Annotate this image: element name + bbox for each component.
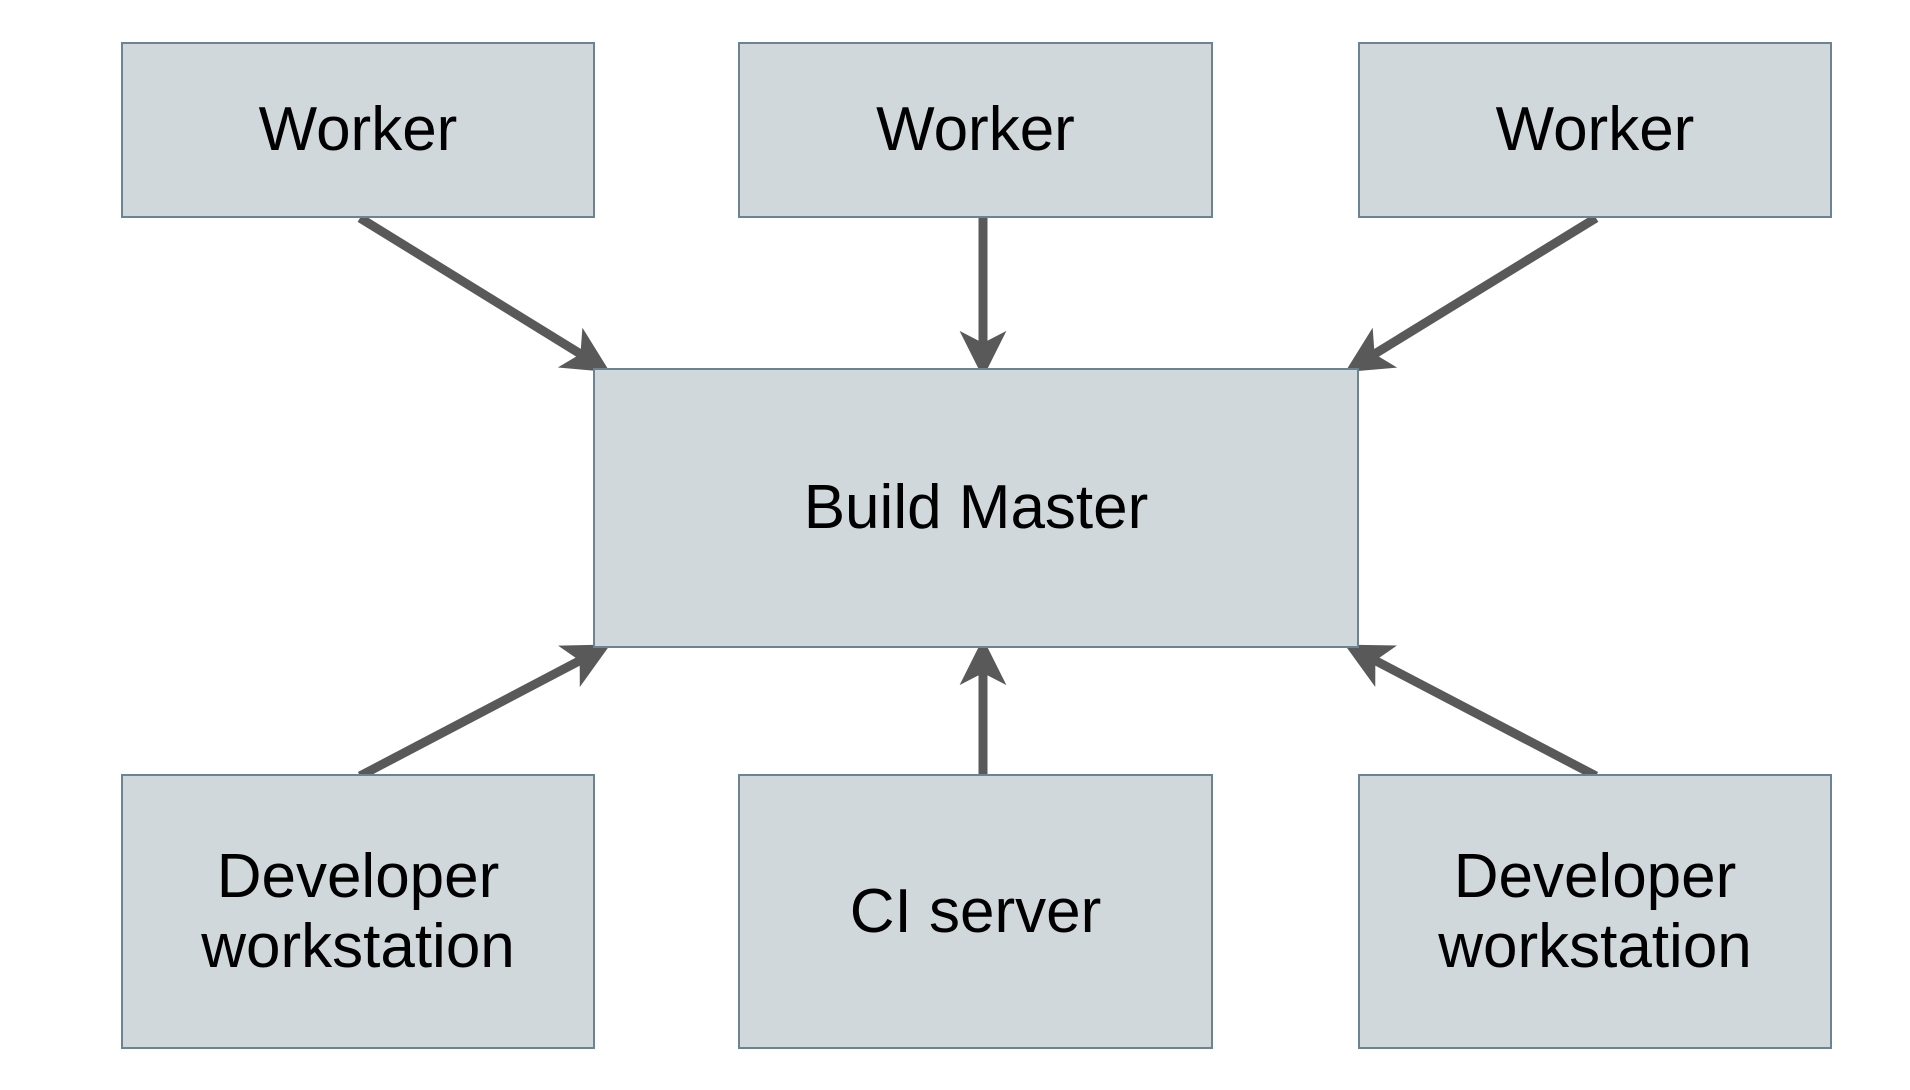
node-label: Build Master	[803, 473, 1149, 543]
node-label: Worker	[1495, 95, 1695, 165]
node-build-master[interactable]: Build Master	[593, 368, 1359, 648]
node-worker-center[interactable]: Worker	[738, 42, 1213, 218]
node-developer-workstation-left[interactable]: Developer workstation	[121, 774, 595, 1049]
node-label: Developer workstation	[201, 842, 515, 981]
node-label: Worker	[258, 95, 458, 165]
node-worker-left[interactable]: Worker	[121, 42, 595, 218]
node-label: Developer workstation	[1438, 842, 1752, 981]
edge-worker-right-to-master	[1345, 214, 1599, 373]
edge-dev-right-to-master	[1344, 644, 1599, 780]
node-label: CI server	[849, 876, 1102, 946]
node-worker-right[interactable]: Worker	[1358, 42, 1832, 218]
edge-dev-left-to-master	[357, 644, 611, 780]
node-label: Worker	[876, 95, 1075, 165]
node-ci-server[interactable]: CI server	[738, 774, 1213, 1049]
node-developer-workstation-right[interactable]: Developer workstation	[1358, 774, 1832, 1049]
edge-worker-left-to-master	[357, 214, 610, 373]
